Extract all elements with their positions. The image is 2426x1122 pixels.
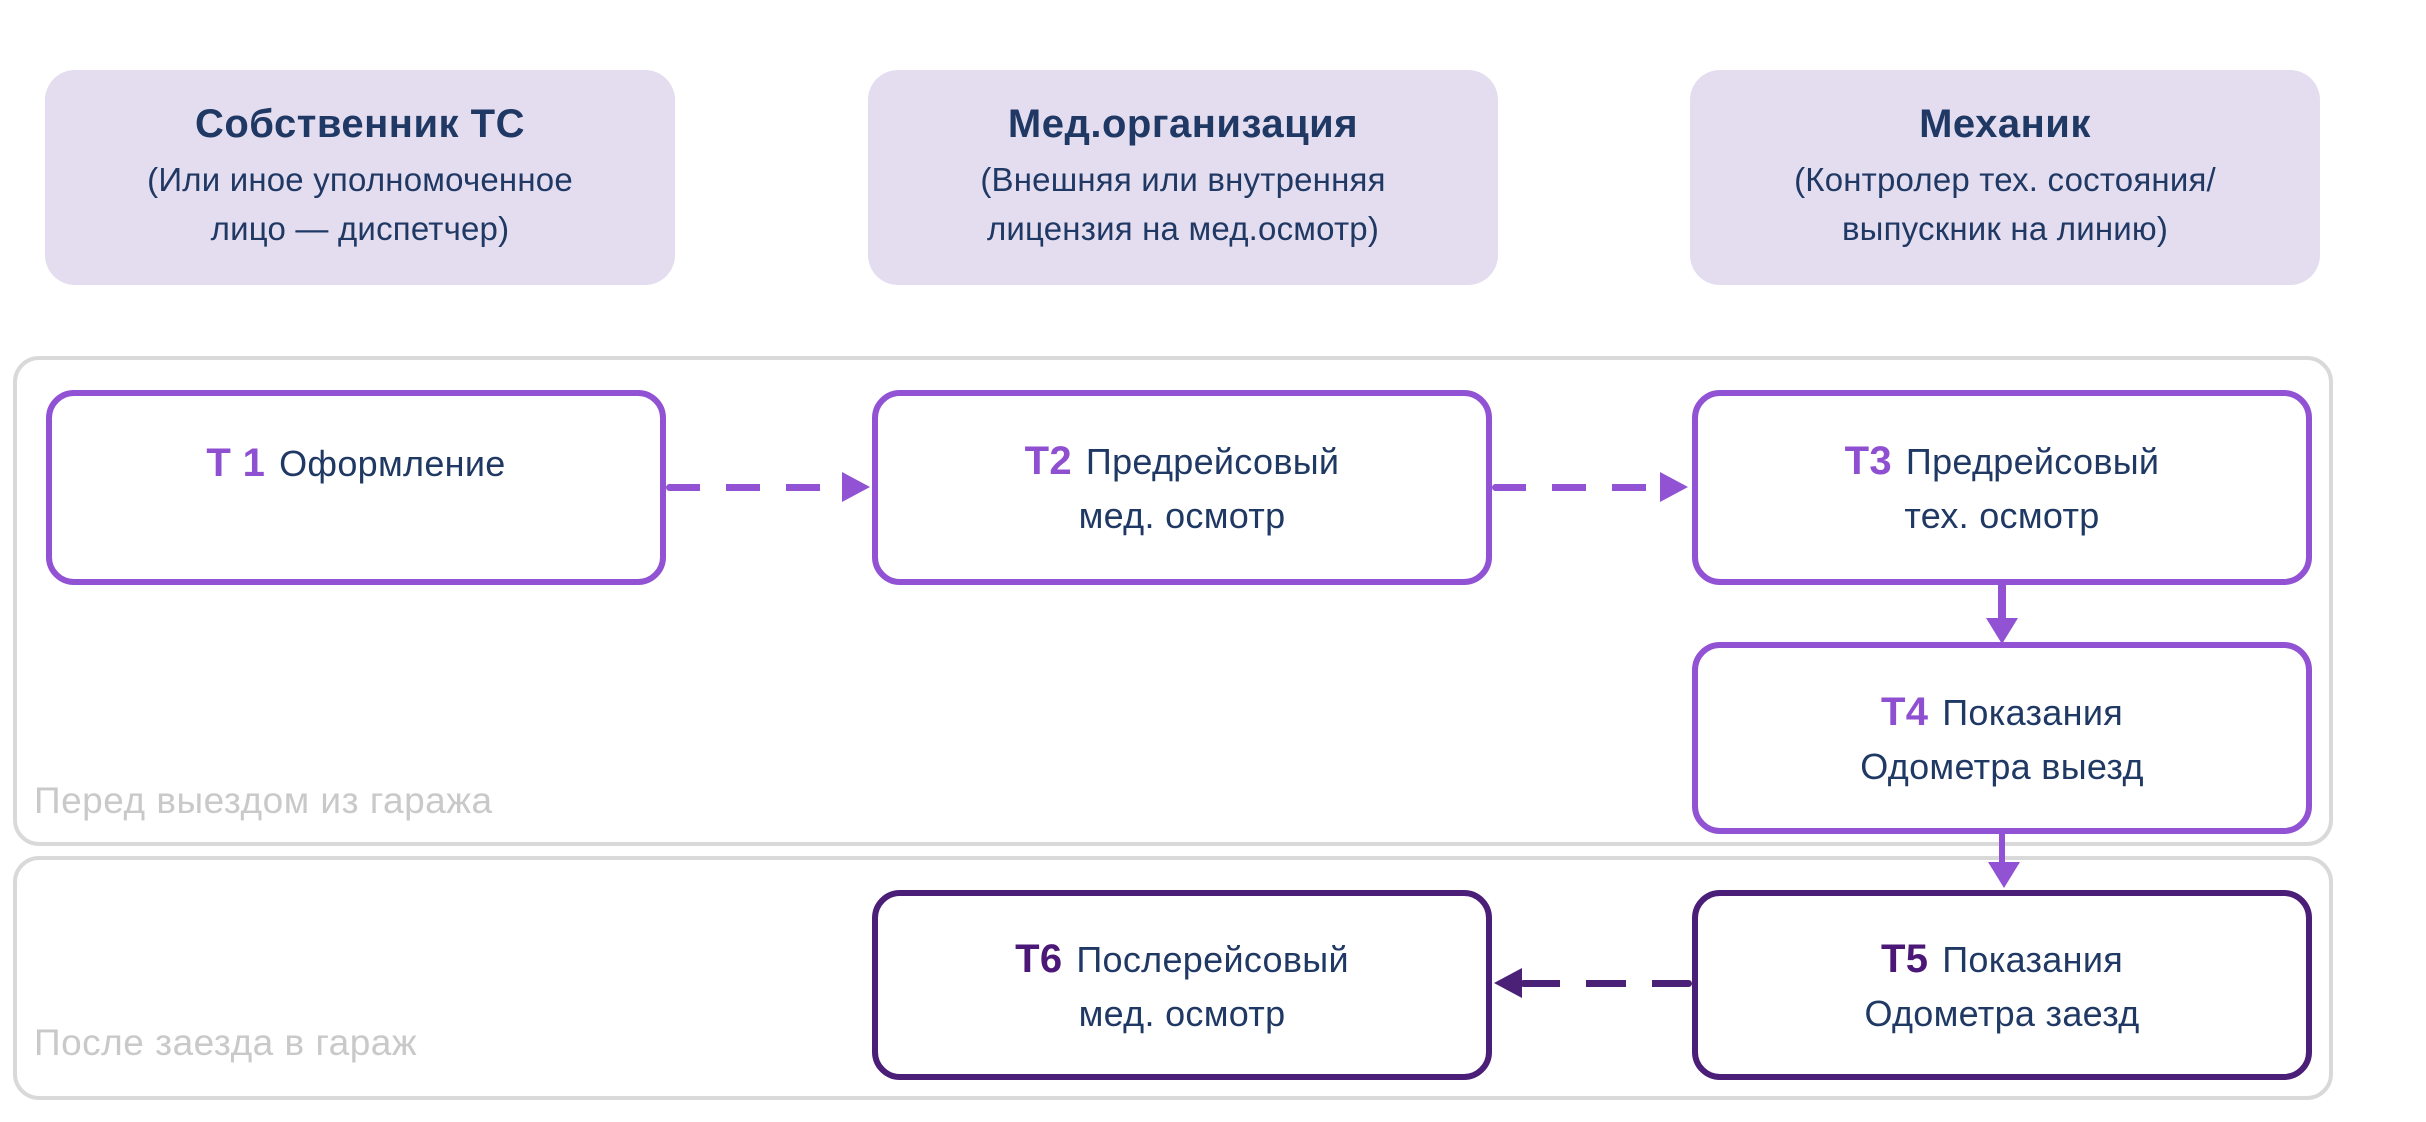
step-id-badge: Т5 bbox=[1880, 936, 1929, 981]
step-line: мед. осмотр bbox=[1078, 992, 1286, 1034]
step-label: Показания bbox=[1942, 938, 2124, 980]
step-id-badge: Т6 bbox=[1015, 936, 1063, 981]
step-id-badge: Т 1 bbox=[206, 440, 266, 485]
actor-card-medical-organization: Мед.организация (Внешняя или внутренняя … bbox=[868, 70, 1498, 285]
step-line: Т5 Показания bbox=[1881, 930, 2123, 988]
solid-arrow-t4-to-t5 bbox=[1999, 834, 2005, 866]
step-line: Т 1 Оформление bbox=[206, 434, 505, 492]
step-id-badge: Т4 bbox=[1880, 689, 1929, 734]
actor-title: Механик bbox=[1919, 101, 2091, 146]
step-line: Т3 Предрейсовый bbox=[1845, 432, 2160, 490]
step-label: Оформление bbox=[279, 442, 506, 484]
arrowhead-down-icon bbox=[1986, 618, 2018, 644]
arrowhead-left-icon bbox=[1494, 968, 1522, 998]
step-line: мед. осмотр bbox=[1078, 495, 1286, 537]
actor-subtitle: (Контролер тех. состояния/ выпускник на … bbox=[1794, 155, 2216, 254]
actor-subtitle-line: лицо — диспетчер) bbox=[210, 210, 510, 247]
actor-subtitle-line: (Или иное уполномоченное bbox=[147, 160, 573, 198]
step-line: Т6 Послерейсовый bbox=[1015, 930, 1349, 988]
lane-label-after: После заезда в гараж bbox=[34, 1022, 418, 1063]
lane-before-leaving-garage bbox=[13, 356, 2333, 846]
actor-subtitle-line: (Внешняя или внутренняя bbox=[980, 160, 1386, 198]
actor-card-mechanic: Механик (Контролер тех. состояния/ выпус… bbox=[1690, 70, 2320, 285]
step-id-badge: Т3 bbox=[1844, 439, 1892, 484]
arrowhead-right-icon bbox=[842, 472, 870, 502]
arrowhead-right-icon bbox=[1660, 472, 1688, 502]
step-label: Показания bbox=[1942, 691, 2124, 733]
step-label: Послерейсовый bbox=[1076, 938, 1349, 980]
step-box-t1-registration: Т 1 Оформление bbox=[46, 390, 666, 585]
step-box-t3-pretrip-technical: Т3 Предрейсовый тех. осмотр bbox=[1692, 390, 2312, 585]
step-box-t6-posttrip-medical: Т6 Послерейсовый мед. осмотр bbox=[872, 890, 1492, 1080]
step-label: Предрейсовый bbox=[1085, 441, 1340, 483]
actor-title: Собственник ТС bbox=[194, 101, 525, 146]
actor-subtitle-line: (Контролер тех. состояния/ bbox=[1794, 160, 2216, 198]
solid-arrow-t3-to-t4 bbox=[1998, 585, 2006, 621]
actor-subtitle-line: лицензия на мед.осмотр) bbox=[986, 210, 1380, 247]
step-line: тех. осмотр bbox=[1904, 495, 2100, 537]
step-label: Предрейсовый bbox=[1905, 441, 2160, 483]
actor-title: Мед.организация bbox=[1007, 101, 1359, 146]
step-line: Т4 Показания bbox=[1881, 683, 2123, 741]
dashed-arrow-t1-to-t2 bbox=[666, 484, 842, 491]
dashed-arrow-t5-to-t6 bbox=[1520, 980, 1692, 987]
lane-after-returning-garage bbox=[13, 856, 2333, 1100]
step-line: Одометра выезд bbox=[1860, 745, 2144, 787]
actor-subtitle-line: выпускник на линию) bbox=[1841, 210, 2169, 247]
step-id-badge: Т2 bbox=[1024, 439, 1072, 484]
step-box-t4-odometer-departure: Т4 Показания Одометра выезд bbox=[1692, 642, 2312, 834]
actor-subtitle: (Или иное уполномоченное лицо — диспетче… bbox=[147, 155, 573, 254]
arrowhead-down-icon bbox=[1988, 862, 2020, 888]
step-line: Т2 Предрейсовый bbox=[1025, 432, 1340, 490]
step-box-t2-pretrip-medical: Т2 Предрейсовый мед. осмотр bbox=[872, 390, 1492, 585]
actor-card-vehicle-owner: Собственник ТС (Или иное уполномоченное … bbox=[45, 70, 675, 285]
actor-subtitle: (Внешняя или внутренняя лицензия на мед.… bbox=[980, 155, 1385, 254]
dashed-arrow-t2-to-t3 bbox=[1492, 484, 1662, 491]
step-box-t5-odometer-return: Т5 Показания Одометра заезд bbox=[1692, 890, 2312, 1080]
step-line: Одометра заезд bbox=[1864, 992, 2140, 1034]
lane-label-before: Перед выездом из гаража bbox=[34, 780, 493, 821]
